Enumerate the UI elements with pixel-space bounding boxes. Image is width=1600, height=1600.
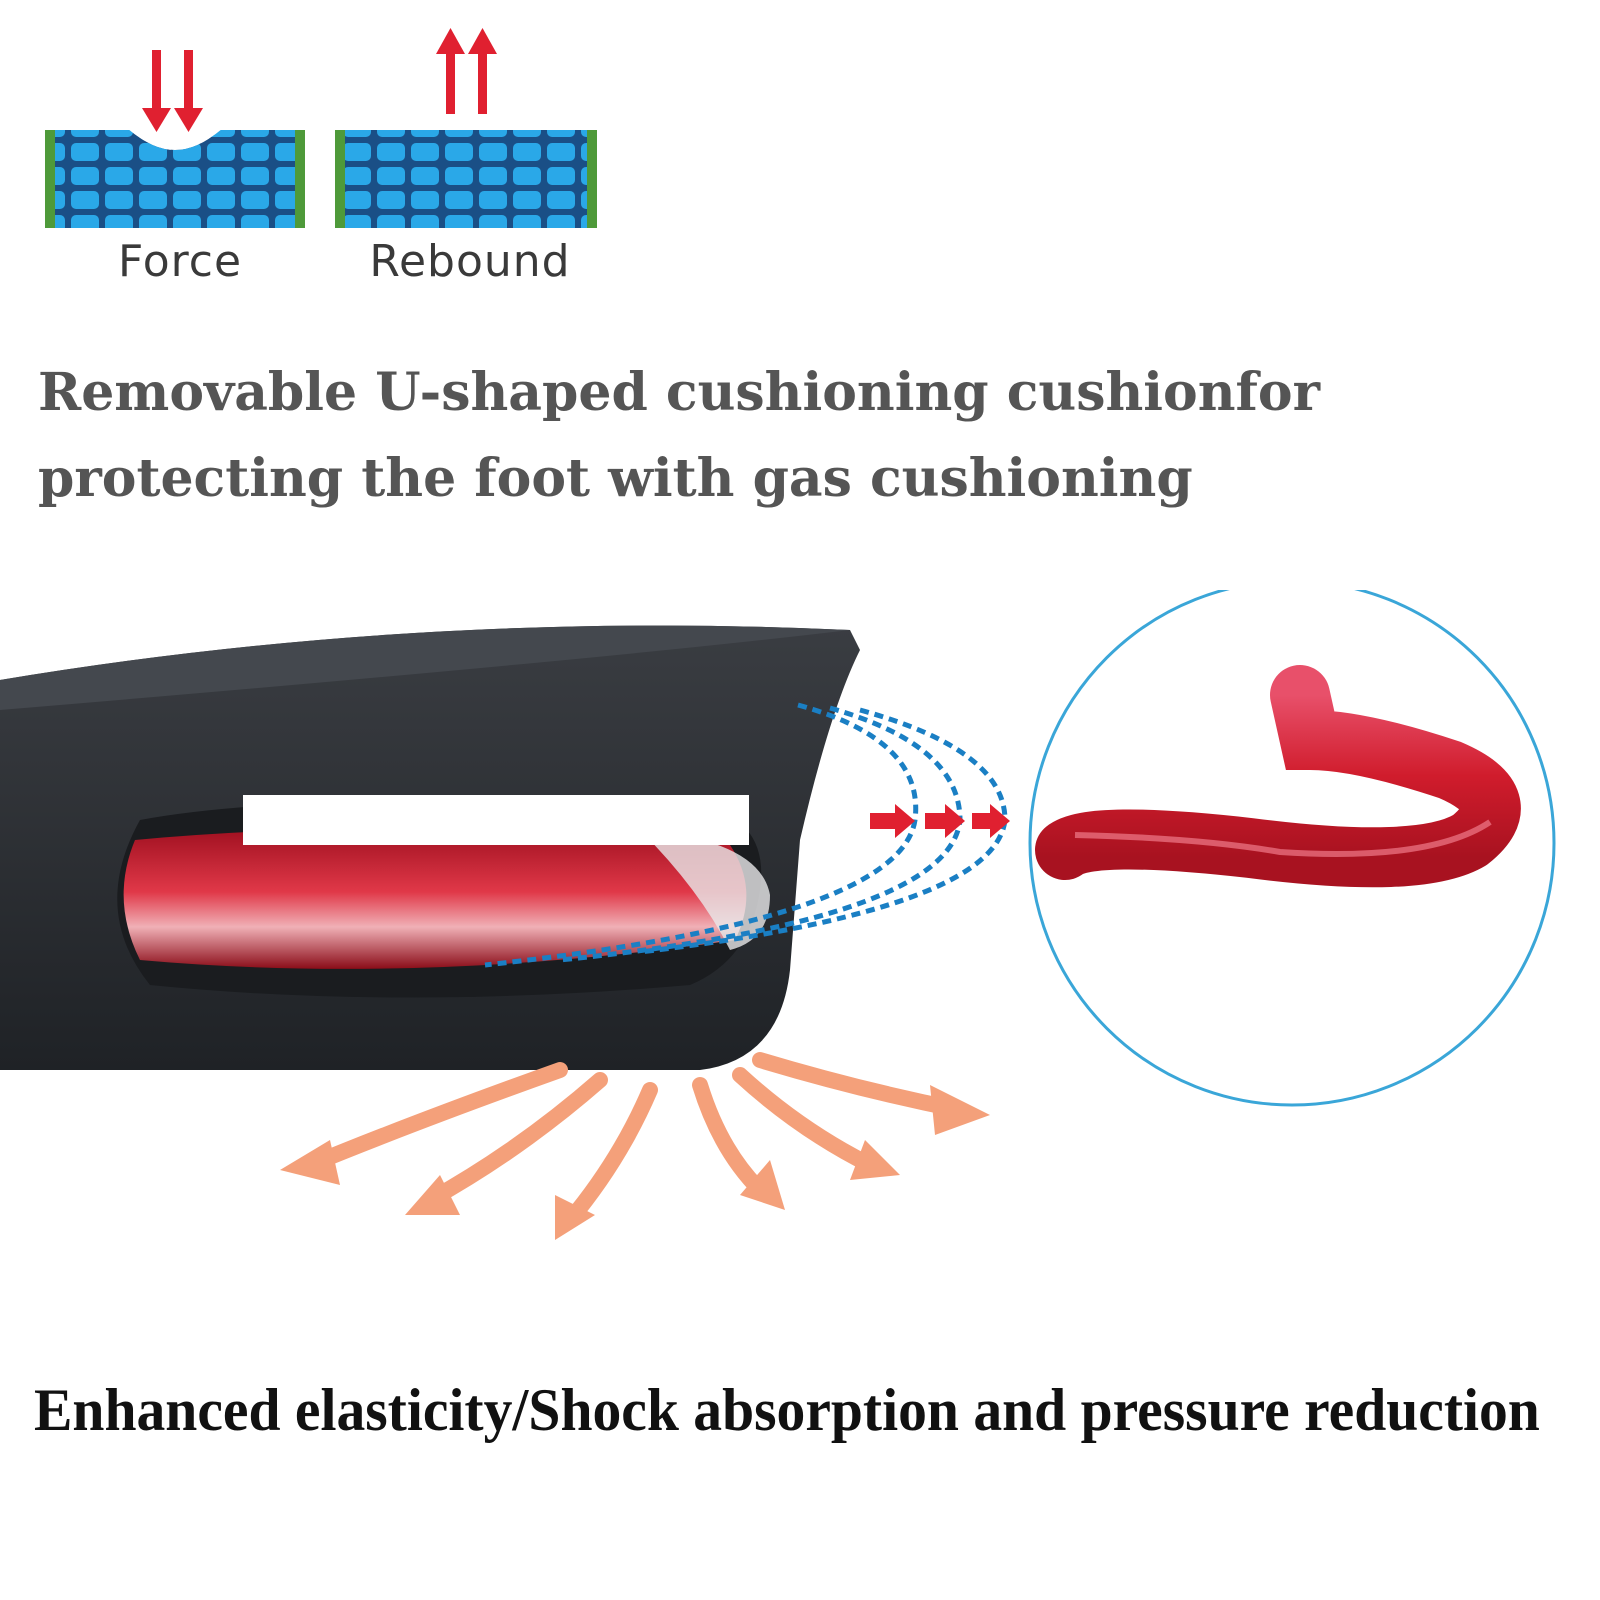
rebound-arrows-up-icon [436,28,497,114]
force-label: Force [117,236,243,287]
impact-arrowheads [280,1085,990,1240]
headline-line-1: Removable U-shaped cushioning cushionfor [38,362,1320,423]
headline: Removable U-shaped cushioning cushionfor… [38,350,1338,522]
force-arrows-down-icon [142,50,203,132]
force-rebound-diagram [45,28,597,228]
impact-arrows-icon [302,1052,968,1228]
cushion-zoom-circle [1028,590,1556,1107]
heel-insert-illustration [0,590,1556,1240]
circle-mask-band [1110,892,1492,918]
gas-cushion [123,828,770,969]
compression-arrows-icon [870,804,1010,838]
rebound-block [335,130,597,228]
force-block [45,126,305,228]
footer-caption: Enhanced elasticity/Shock absorption and… [34,1377,1540,1443]
headline-line-2: protecting the foot with gas cushioning [38,448,1193,509]
rebound-label: Rebound [369,236,571,287]
compression-dashes [484,702,1008,968]
label-mask-band [243,795,749,845]
